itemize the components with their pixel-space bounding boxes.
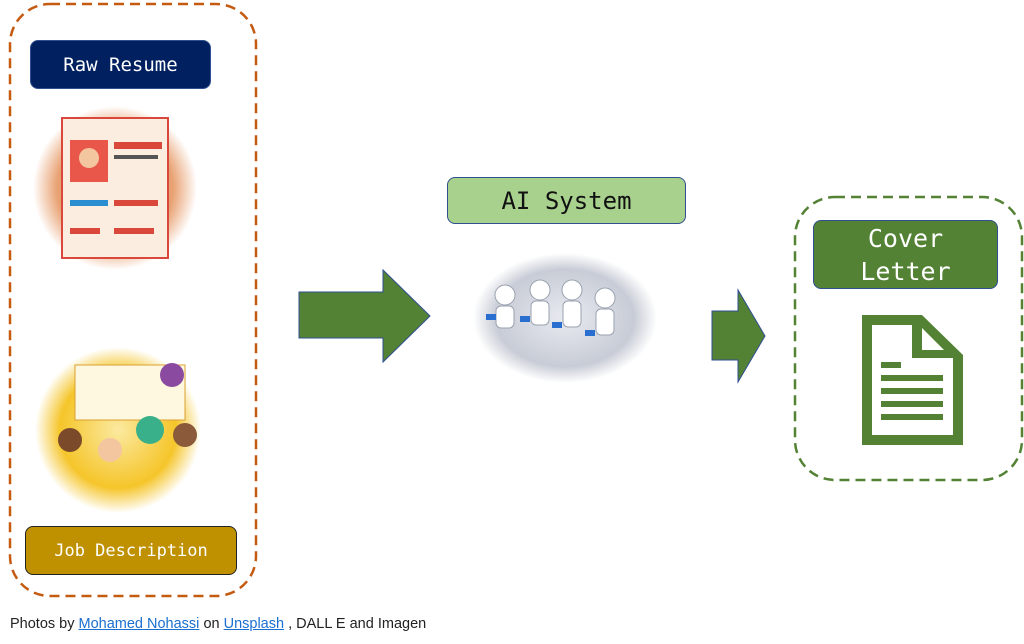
author-link[interactable]: Mohamed Nohassi — [78, 616, 200, 632]
photo-credit-caption: Photos by Mohamed Nohassi on Unsplash , … — [10, 616, 426, 632]
unsplash-link[interactable]: Unsplash — [223, 616, 285, 632]
cover-letter-line1: Cover — [867, 223, 944, 253]
right-arrow-icon — [711, 288, 766, 384]
resume-image — [33, 106, 197, 270]
document-icon — [862, 315, 963, 445]
inputs-group-border — [8, 2, 258, 598]
output-group-border — [793, 195, 1024, 482]
caption-prefix: Photos by — [10, 616, 79, 632]
raw-resume-label: Raw Resume — [30, 40, 211, 89]
caption-middle: on — [199, 616, 224, 632]
ai-system-label: AI System — [447, 177, 686, 224]
caption-suffix: , DALL E and Imagen — [284, 616, 427, 632]
cover-letter-line2: Letter — [860, 256, 951, 286]
right-arrow-icon — [298, 268, 431, 364]
ai-robots-image — [473, 253, 657, 383]
job-description-image — [35, 347, 201, 513]
job-description-label: Job Description — [25, 526, 237, 575]
cover-letter-label: Cover Letter — [813, 220, 998, 289]
